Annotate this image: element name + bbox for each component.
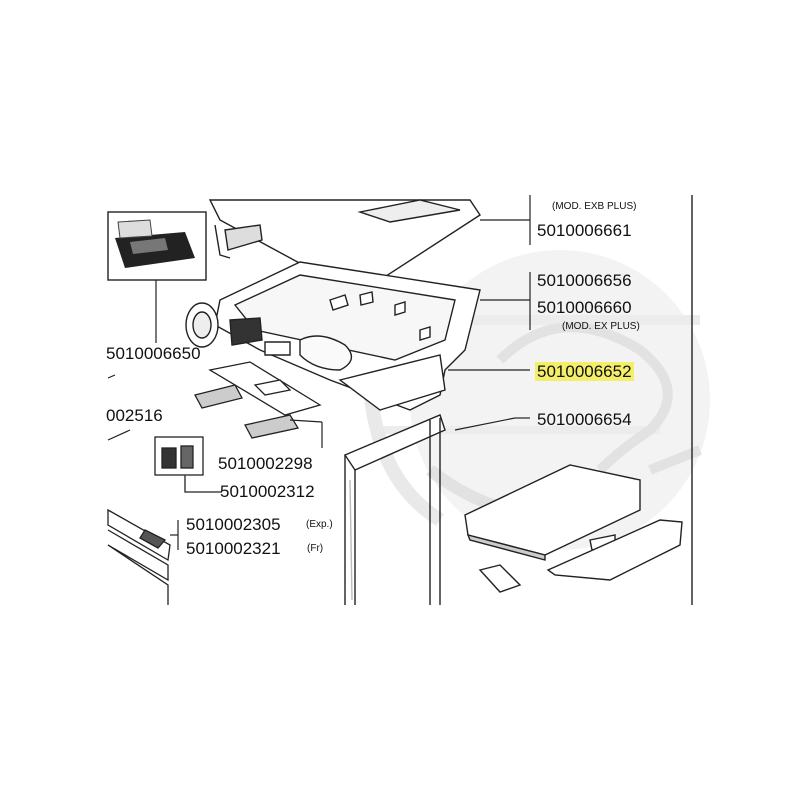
slide-plate-drawing [194,361,322,439]
inset-part-box [107,211,207,343]
note-exb-plus: (MOD. EXB PLUS) [552,201,637,212]
part-label-5010002321: 5010002321 [186,539,281,558]
part-label-5010006654: 5010006654 [537,410,632,429]
part-label-5010002305: 5010002305 [186,515,281,534]
part-label-5010006652: 5010006652 [535,362,634,382]
main-tray-drawing [185,261,481,411]
leader-lines [107,195,531,550]
part-label-5010006656: 5010006656 [537,271,632,290]
highlighted-part-number: 5010006652 [535,362,634,381]
part-label-5010002298: 5010002298 [218,454,313,473]
part-label-5010006650: 5010006650 [106,344,201,363]
part-label-5010002312: 5010002312 [220,482,315,501]
cabinet-frame-drawing [343,414,446,605]
shelf-strip-drawing [107,508,171,605]
part-label-002516: 002516 [106,406,163,425]
connector-part-drawing [154,436,222,493]
part-label-5010006661: 5010006661 [537,221,632,240]
note-exp: (Exp.) [306,519,333,530]
note-fr: (Fr) [307,543,324,554]
part-label-5010006660: 5010006660 [537,298,632,317]
note-ex-plus: (MOD. EX PLUS) [562,321,640,332]
watermark-logo [361,250,710,550]
drawer-front-drawing [464,464,683,593]
